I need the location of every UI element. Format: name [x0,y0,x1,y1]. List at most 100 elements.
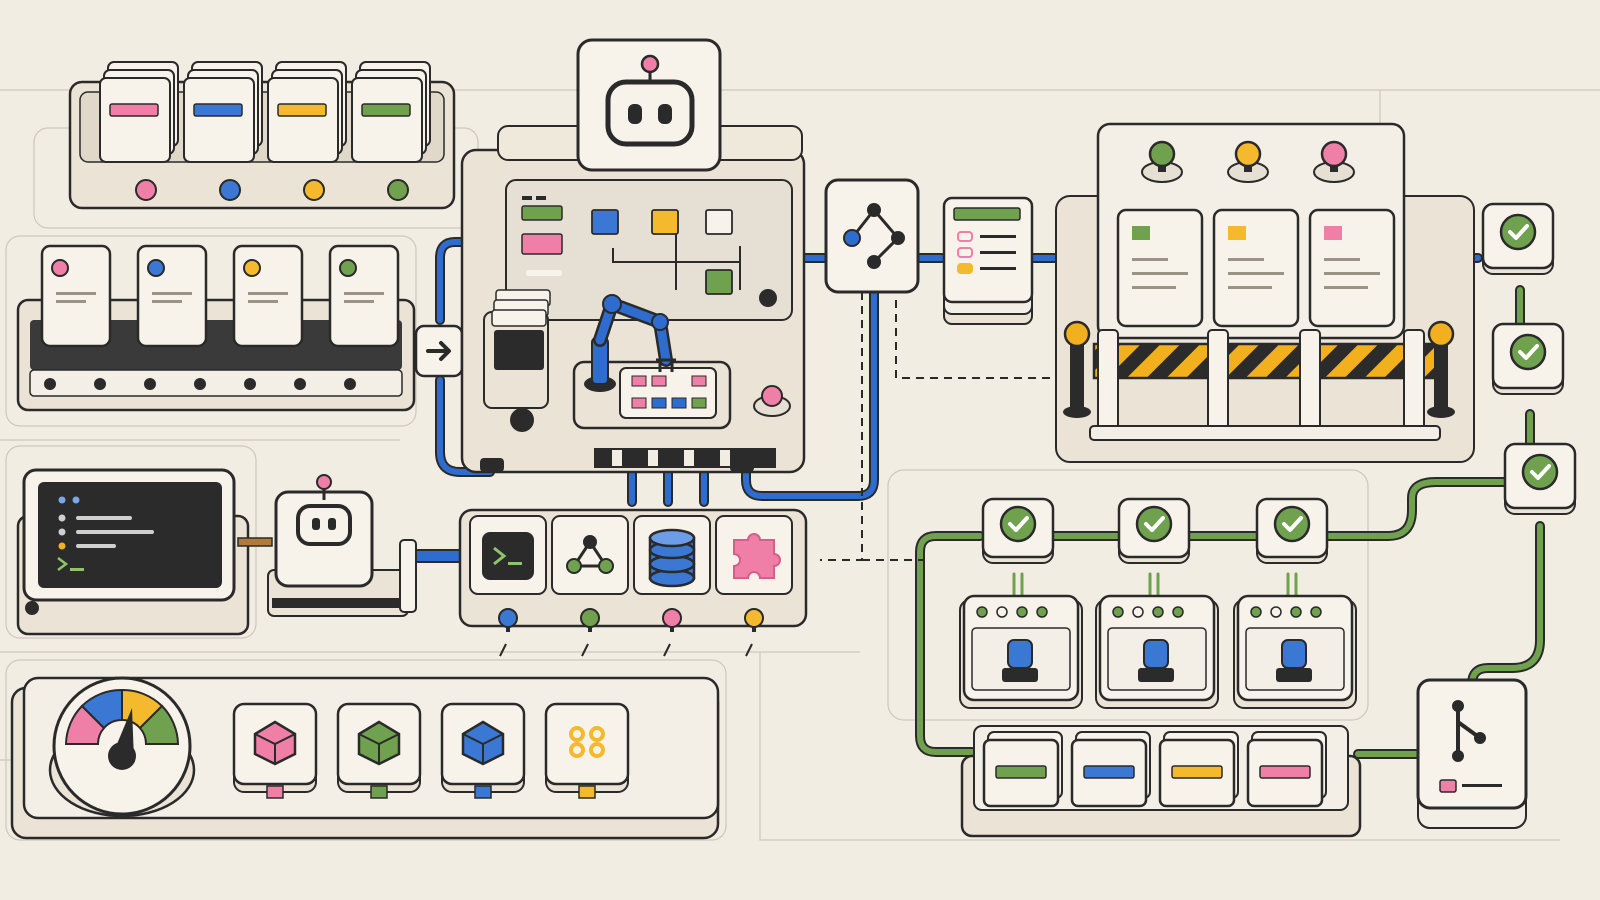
card-label [1171,765,1223,779]
review-lamp-green[interactable] [1141,140,1183,183]
status-dot [1036,606,1048,618]
card-stack-pink[interactable] [99,61,179,201]
worker-panel-3[interactable] [1233,594,1357,709]
module-yellow[interactable] [544,702,630,799]
conveyor-card-blue[interactable] [136,244,208,348]
card-label [109,103,159,117]
roller [94,378,106,390]
check-icon [1521,453,1559,491]
tool-port-pink [662,608,682,657]
status-dot [976,606,988,618]
worker-check-1[interactable] [981,497,1055,564]
module-port [266,785,284,799]
module-green[interactable] [336,702,422,799]
worker-panel-2[interactable] [1095,594,1219,709]
module-pink[interactable] [232,702,318,799]
doc-swatch [1228,226,1246,240]
conveyor-card-yellow[interactable] [232,244,304,348]
card-stack-blue[interactable] [183,61,263,201]
worker-check-3[interactable] [1255,497,1329,564]
status-dot [1290,606,1302,618]
roller [144,378,156,390]
graph-nodes-icon [566,535,614,574]
card-stack-green[interactable] [351,61,431,201]
approval-check-3[interactable] [1503,442,1577,515]
merge-node[interactable] [1416,678,1528,829]
tool-terminal-prompt[interactable] [469,515,547,657]
approval-check-1[interactable] [1481,202,1555,275]
review-lamp-yellow[interactable] [1227,140,1269,183]
tool-graph-nodes[interactable] [551,515,629,657]
review-lamps [1141,140,1355,183]
status-dot [1016,606,1028,618]
flow-node-yellow [651,209,679,235]
task-row-pink [957,247,1016,258]
card-stack-yellow[interactable] [267,61,347,201]
background-grid [0,89,1600,841]
gauge-icon [48,676,196,818]
terminal-prompt-icon [482,532,534,580]
green-cube-icon [357,720,401,766]
review-doc-yellow[interactable] [1212,208,1300,328]
flow-node-white [705,209,733,235]
review-doc-green[interactable] [1116,208,1204,328]
pink-button[interactable] [753,385,791,417]
conveyor-exit[interactable] [414,324,464,378]
worker-panels [959,594,1357,709]
robot-icon [605,79,695,147]
toggle-switch-icon[interactable] [1138,639,1174,682]
conveyor-rollers [44,378,356,390]
task-list-stack[interactable] [942,196,1034,325]
terminal-console[interactable] [16,468,273,636]
output-card-blue[interactable] [1070,731,1151,808]
arrow-right-icon [426,341,451,361]
conveyor-card-pink[interactable] [40,244,112,348]
review-doc-pink[interactable] [1308,208,1396,328]
flow-node-blue [591,209,619,235]
tool-database[interactable] [633,515,711,657]
dashed-links [820,292,1062,561]
orchestrator-screen-content [521,196,741,290]
tool-port-blue [498,608,518,657]
dots-grid-icon [569,726,605,758]
output-card-pink[interactable] [1246,731,1327,808]
worker-check-2[interactable] [1117,497,1191,564]
agent-robot[interactable] [267,474,417,617]
pink-cube-icon [253,720,297,766]
approval-chain [1481,202,1577,515]
dashboard-panel [10,676,720,840]
conveyor-card-green[interactable] [328,244,400,348]
blue-cube-icon [461,720,505,766]
module-port [474,785,492,799]
robotic-arm-icon [584,294,676,392]
card-label [995,765,1047,779]
robot-head[interactable] [576,38,722,172]
module-port [578,785,596,799]
module-blue[interactable] [440,702,526,799]
card-rack [68,61,456,210]
status-dot [1250,606,1262,618]
doc-swatch [1324,226,1342,240]
module-port [370,785,388,799]
rack-led [219,179,241,201]
output-card-yellow[interactable] [1158,731,1239,808]
review-documents [1116,208,1396,328]
tool-puzzle[interactable] [715,515,793,657]
flow-node-end [759,289,777,307]
worker-panel-1[interactable] [959,594,1083,709]
tool-port-yellow [744,608,764,657]
toggle-switch-icon[interactable] [1276,639,1312,682]
hazard-gate-icon [1063,320,1455,441]
card-dispenser [483,289,551,432]
status-dot [996,606,1008,618]
card-label [1083,765,1135,779]
branch-node[interactable] [824,178,920,294]
worker-checks [981,497,1329,564]
output-card-green[interactable] [982,731,1063,808]
toggle-switch-icon[interactable] [1002,639,1038,682]
review-lamp-pink[interactable] [1313,140,1355,183]
dashboard-modules [232,702,630,799]
card-label [193,103,243,117]
task-list-rows [957,231,1016,274]
approval-check-2[interactable] [1491,322,1565,395]
